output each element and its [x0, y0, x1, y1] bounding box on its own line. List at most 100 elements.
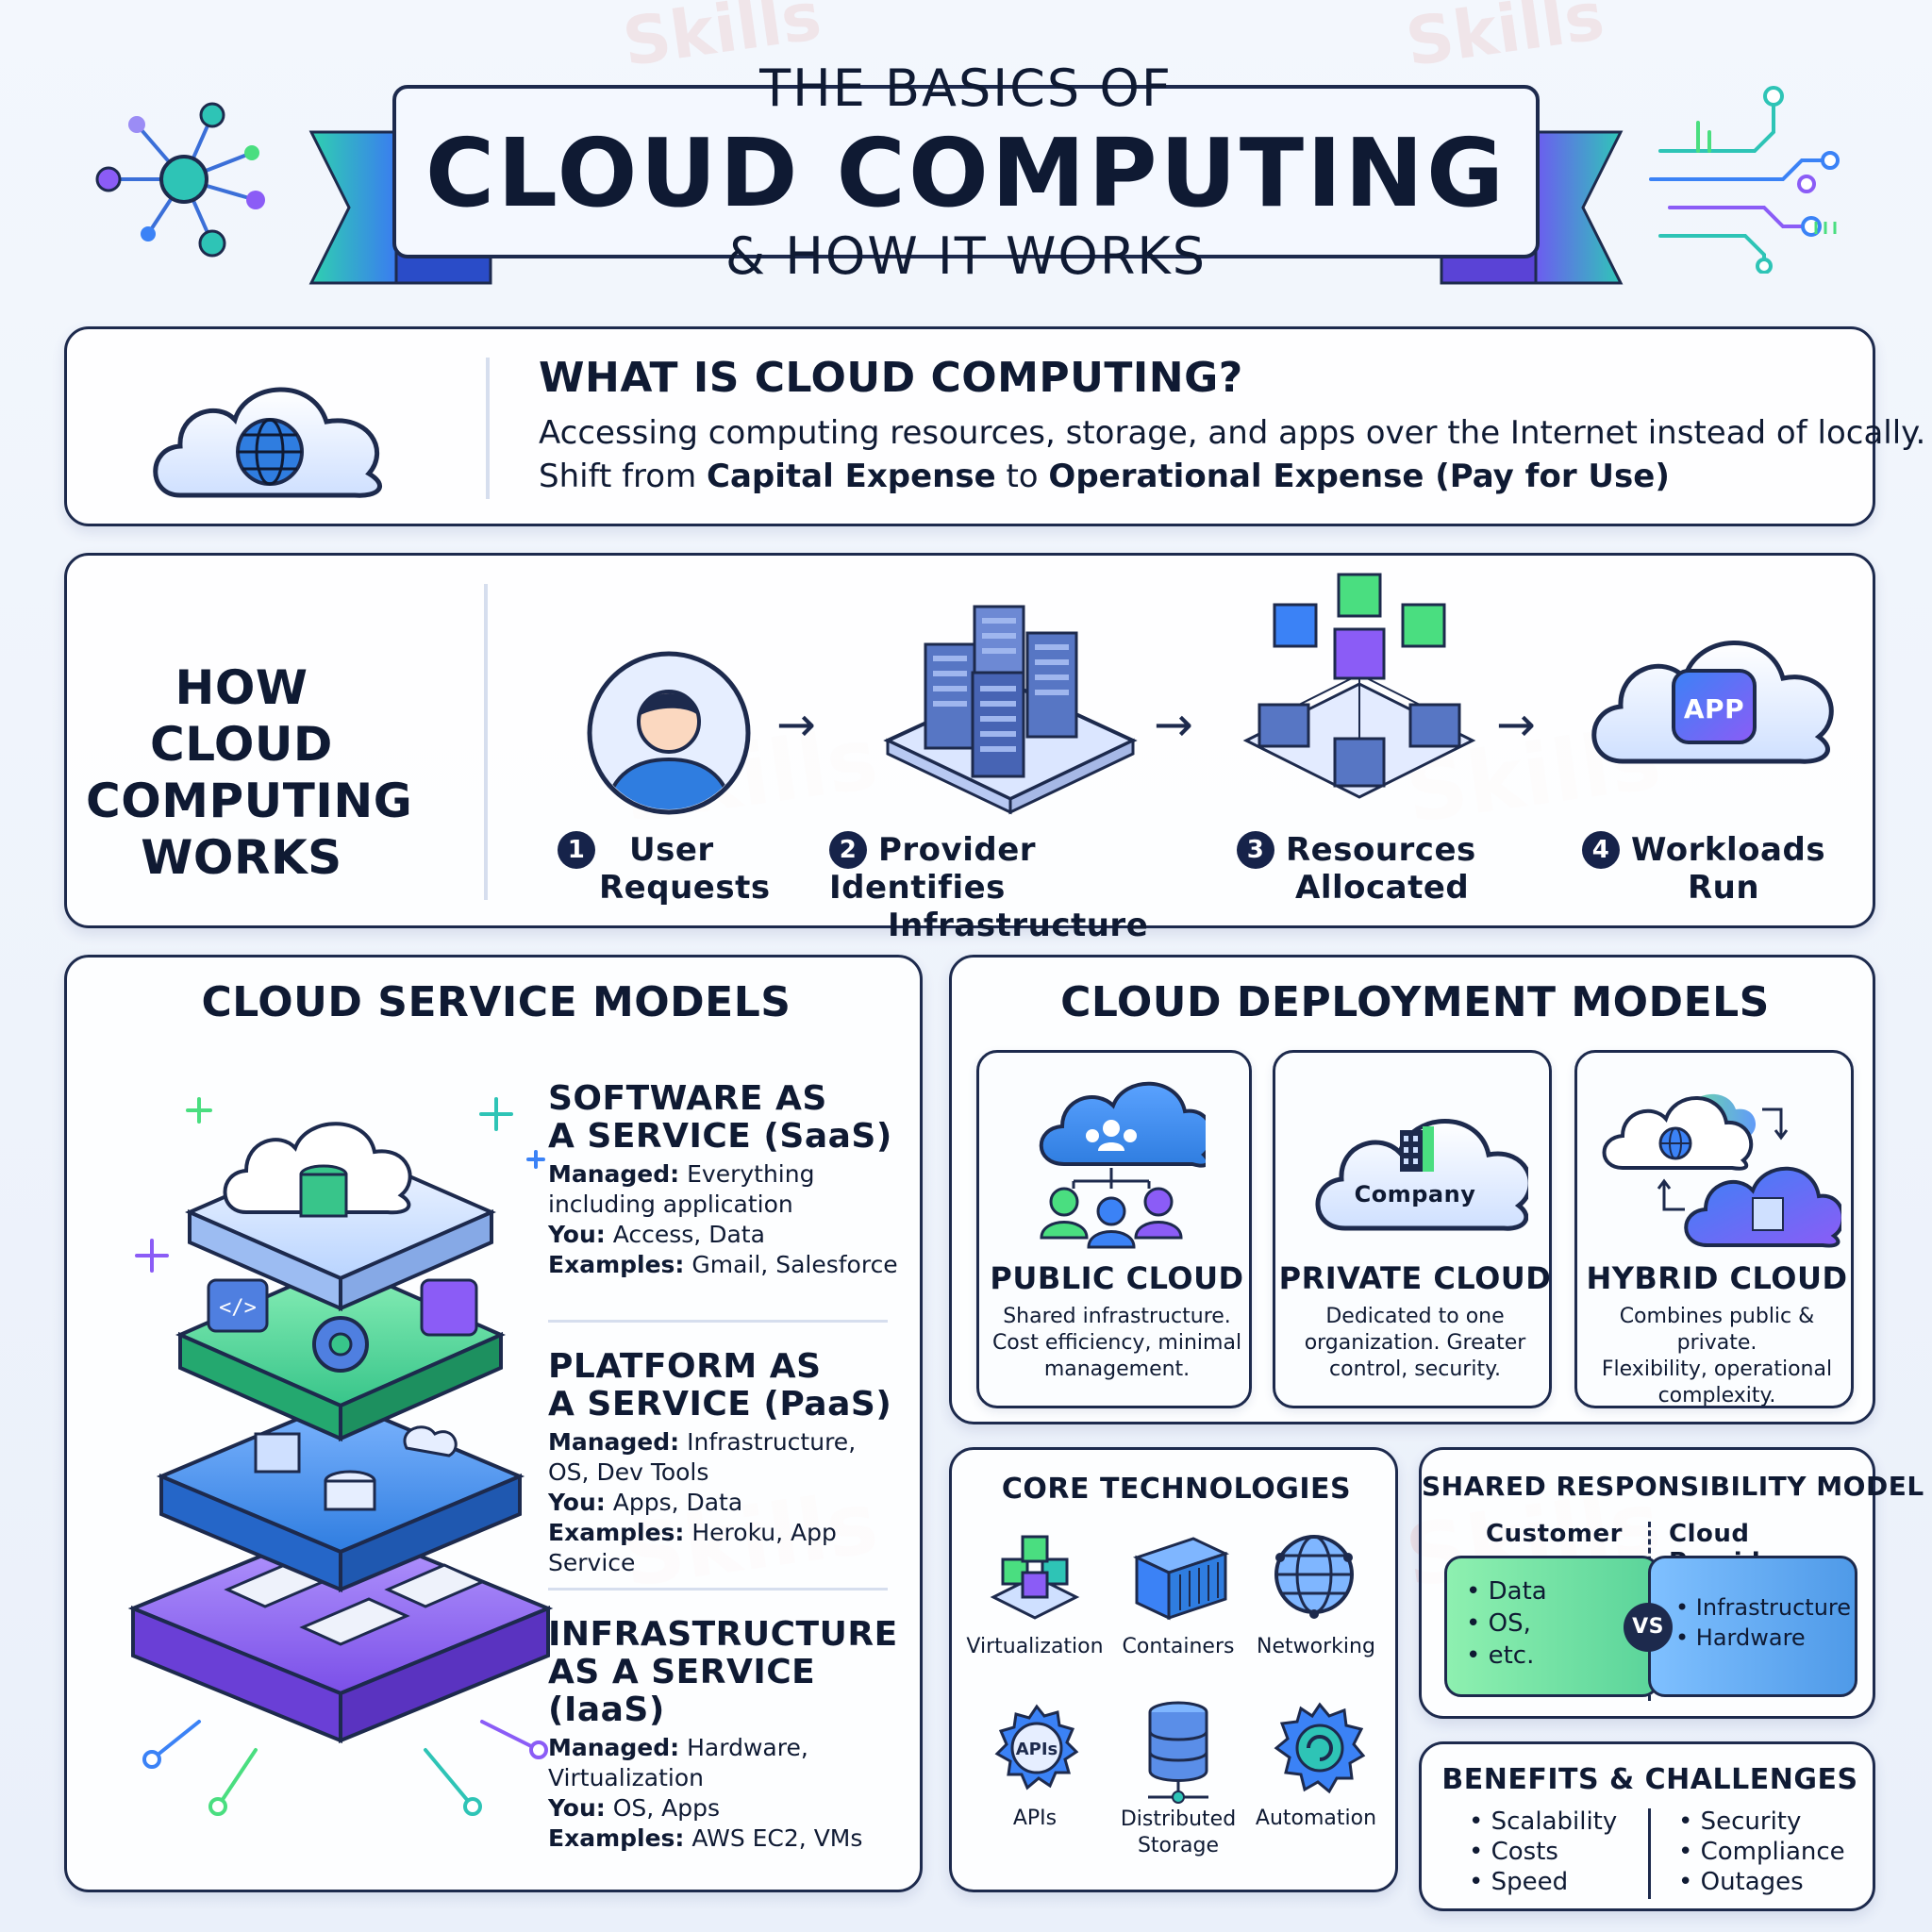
- benefits-list: • Scalability • Costs • Speed: [1469, 1807, 1617, 1897]
- label: You:: [548, 1794, 606, 1822]
- item-text: Outages: [1700, 1868, 1804, 1896]
- value: Gmail, Salesforce: [684, 1251, 898, 1278]
- step-number: 1: [558, 831, 595, 869]
- customer-items: • Data • OS, • etc.: [1466, 1575, 1547, 1672]
- distributed-storage-label: Distributed Storage: [1103, 1807, 1254, 1859]
- iaas-you: You: OS, Apps: [548, 1793, 916, 1824]
- vs-badge: VS: [1624, 1603, 1673, 1652]
- operational-expense: Operational Expense (Pay for Use): [1048, 458, 1670, 495]
- benefits-heading: BENEFITS & CHALLENGES: [1441, 1763, 1858, 1796]
- app-label: APP: [1683, 693, 1745, 724]
- item-text: Data: [1488, 1577, 1547, 1606]
- divider: [484, 584, 488, 900]
- app-cloud-icon: [1591, 641, 1834, 764]
- distributed-storage-icon: [1148, 1701, 1208, 1804]
- deployment-models-card: CLOUD DEPLOYMENT MODELS PUBLIC CLOUD Sha…: [949, 955, 1875, 1424]
- desc-line: Combines public & private.: [1619, 1305, 1815, 1355]
- label: Managed:: [548, 1428, 680, 1456]
- saas-block: SOFTWARE AS A SERVICE (SaaS) Managed: Ev…: [548, 1080, 916, 1280]
- company-label: Company: [1354, 1181, 1476, 1208]
- paas-block: PLATFORM AS A SERVICE (PaaS) Managed: In…: [548, 1348, 916, 1578]
- item-text: etc.: [1488, 1641, 1535, 1670]
- iaas-managed-2: Virtualization: [548, 1764, 704, 1791]
- arrow-right-icon: →: [1496, 697, 1536, 752]
- challenges-list: • Security • Compliance • Outages: [1678, 1807, 1845, 1897]
- header-banner: [308, 85, 1624, 285]
- desc-line: Dedicated to one: [1325, 1305, 1505, 1328]
- list-item: • Security: [1678, 1807, 1802, 1836]
- heading-line: COMPUTING: [86, 774, 413, 828]
- step-text: Resources: [1286, 831, 1476, 869]
- value: AWS EC2, VMs: [684, 1824, 863, 1852]
- virtualization-icon: [990, 1535, 1080, 1620]
- core-tech-card: CORE TECHNOLOGIES Virtualization Contain…: [949, 1447, 1398, 1892]
- benefits-challenges-card: BENEFITS & CHALLENGES • Scalability • Co…: [1419, 1741, 1875, 1911]
- paas-you: You: Apps, Data: [548, 1488, 916, 1518]
- item-text: Scalability: [1491, 1807, 1618, 1836]
- how-works-heading: HOW CLOUD COMPUTING WORKS: [86, 659, 413, 886]
- step-text: User: [629, 831, 714, 869]
- desc-line: control, security.: [1329, 1357, 1501, 1381]
- iaas-examples: Examples: AWS EC2, VMs: [548, 1824, 916, 1854]
- apis-icon-label: APIs: [1016, 1740, 1058, 1759]
- deployment-models-heading: CLOUD DEPLOYMENT MODELS: [1060, 978, 1770, 1026]
- step-text: Run: [1688, 869, 1760, 907]
- public-cloud-card: PUBLIC CLOUD Shared infrastructure. Cost…: [976, 1050, 1252, 1408]
- item-text: Infrastructure: [1695, 1594, 1852, 1621]
- desc-line: organization. Greater: [1304, 1331, 1526, 1355]
- title-line: INFRASTRUCTURE: [548, 1615, 898, 1654]
- desc-line: Flexibility, operational: [1601, 1357, 1833, 1381]
- step-text: Requests: [599, 869, 771, 907]
- value: OS, Apps: [605, 1794, 721, 1822]
- paas-examples: Examples: Heroku, App Service: [548, 1518, 916, 1578]
- label: Examples:: [548, 1251, 685, 1278]
- label: Managed:: [548, 1734, 680, 1761]
- iaas-title: INFRASTRUCTURE AS A SERVICE (IaaS): [548, 1616, 916, 1729]
- value: Everything: [679, 1160, 815, 1188]
- cloud-globe-icon: [153, 387, 382, 498]
- value: Access, Data: [605, 1221, 765, 1248]
- label: Examples:: [548, 1824, 685, 1852]
- label-line: Distributed: [1120, 1807, 1237, 1831]
- title-line: AS A SERVICE (IaaS): [548, 1653, 816, 1729]
- core-tech-heading: CORE TECHNOLOGIES: [1001, 1473, 1352, 1506]
- list-item: • Infrastructure: [1675, 1594, 1852, 1621]
- hybrid-cloud-desc: Combines public & private. Flexibility, …: [1577, 1304, 1857, 1409]
- value: Hardware,: [679, 1734, 808, 1761]
- paas-managed-2: OS, Dev Tools: [548, 1458, 709, 1486]
- what-is-card: WHAT IS CLOUD COMPUTING? Accessing compu…: [64, 326, 1925, 526]
- step-number: 2: [829, 831, 867, 869]
- user-icon: [587, 651, 751, 815]
- list-item: • Speed: [1469, 1868, 1569, 1896]
- what-is-expense-shift: Shift from Capital Expense to Operationa…: [539, 458, 1670, 495]
- svg-text:</>: </>: [219, 1296, 257, 1320]
- divider: [548, 1588, 888, 1591]
- divider: [486, 358, 490, 499]
- list-item: • OS,: [1466, 1609, 1531, 1638]
- title-line: A SERVICE (PaaS): [548, 1385, 892, 1424]
- containers-label: Containers: [1122, 1635, 1235, 1658]
- step-text: Provider Identifies: [829, 831, 1037, 907]
- public-cloud-title: PUBLIC CLOUD: [990, 1260, 1244, 1296]
- private-cloud-icon: [1315, 1119, 1528, 1231]
- circuit-icon: [1649, 86, 1840, 274]
- arrow-right-icon: →: [1154, 697, 1193, 752]
- title-line: A SERVICE (SaaS): [548, 1117, 892, 1156]
- list-item: • Hardware: [1675, 1624, 1806, 1651]
- label: Examples:: [548, 1519, 685, 1546]
- text: Shift from: [539, 458, 708, 495]
- public-cloud-desc: Shared infrastructure. Cost efficiency, …: [979, 1304, 1255, 1383]
- how-works-card: HOW CLOUD COMPUTING WORKS → →: [64, 553, 1875, 944]
- capital-expense: Capital Expense: [707, 458, 996, 495]
- item-text: Hardware: [1695, 1624, 1806, 1651]
- value: Apps, Data: [605, 1489, 743, 1516]
- network-hub-icon: [95, 102, 265, 258]
- private-cloud-card: Company PRIVATE CLOUD Dedicated to one o…: [1273, 1050, 1552, 1408]
- header-pre-title: THE BASICS OF: [759, 58, 1173, 118]
- divider: [548, 1320, 888, 1323]
- shared-responsibility-card: SHARED RESPONSIBILITY MODEL Customer Clo…: [1419, 1447, 1924, 1719]
- step-text: Allocated: [1295, 869, 1470, 907]
